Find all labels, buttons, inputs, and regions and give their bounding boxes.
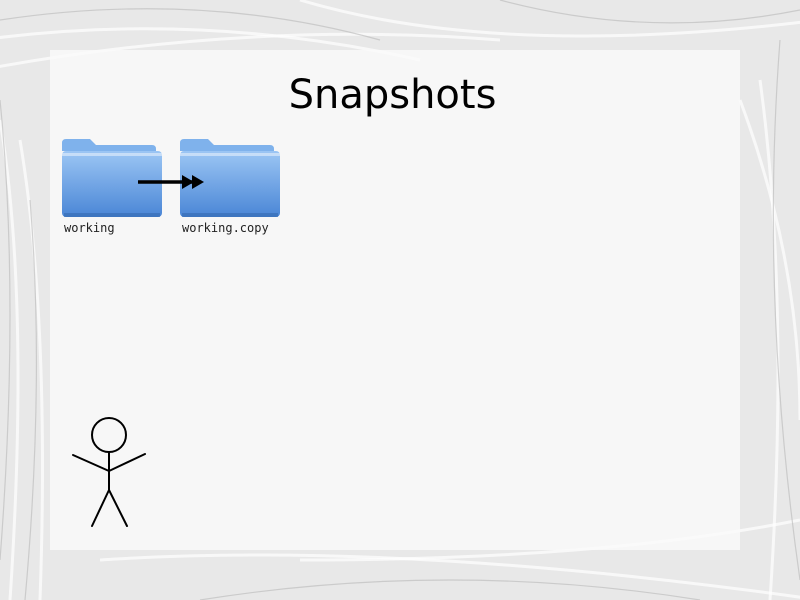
folder-icon: [62, 139, 162, 217]
stick-figure-icon: [72, 417, 146, 527]
folder-label-working-copy: working.copy: [182, 221, 269, 235]
folder-icon: [180, 139, 280, 217]
double-arrow-right-icon: [138, 175, 204, 189]
slide-title: Snapshots: [288, 72, 497, 118]
folder-label-working: working: [64, 221, 115, 235]
slide-content-panel: [50, 50, 740, 550]
